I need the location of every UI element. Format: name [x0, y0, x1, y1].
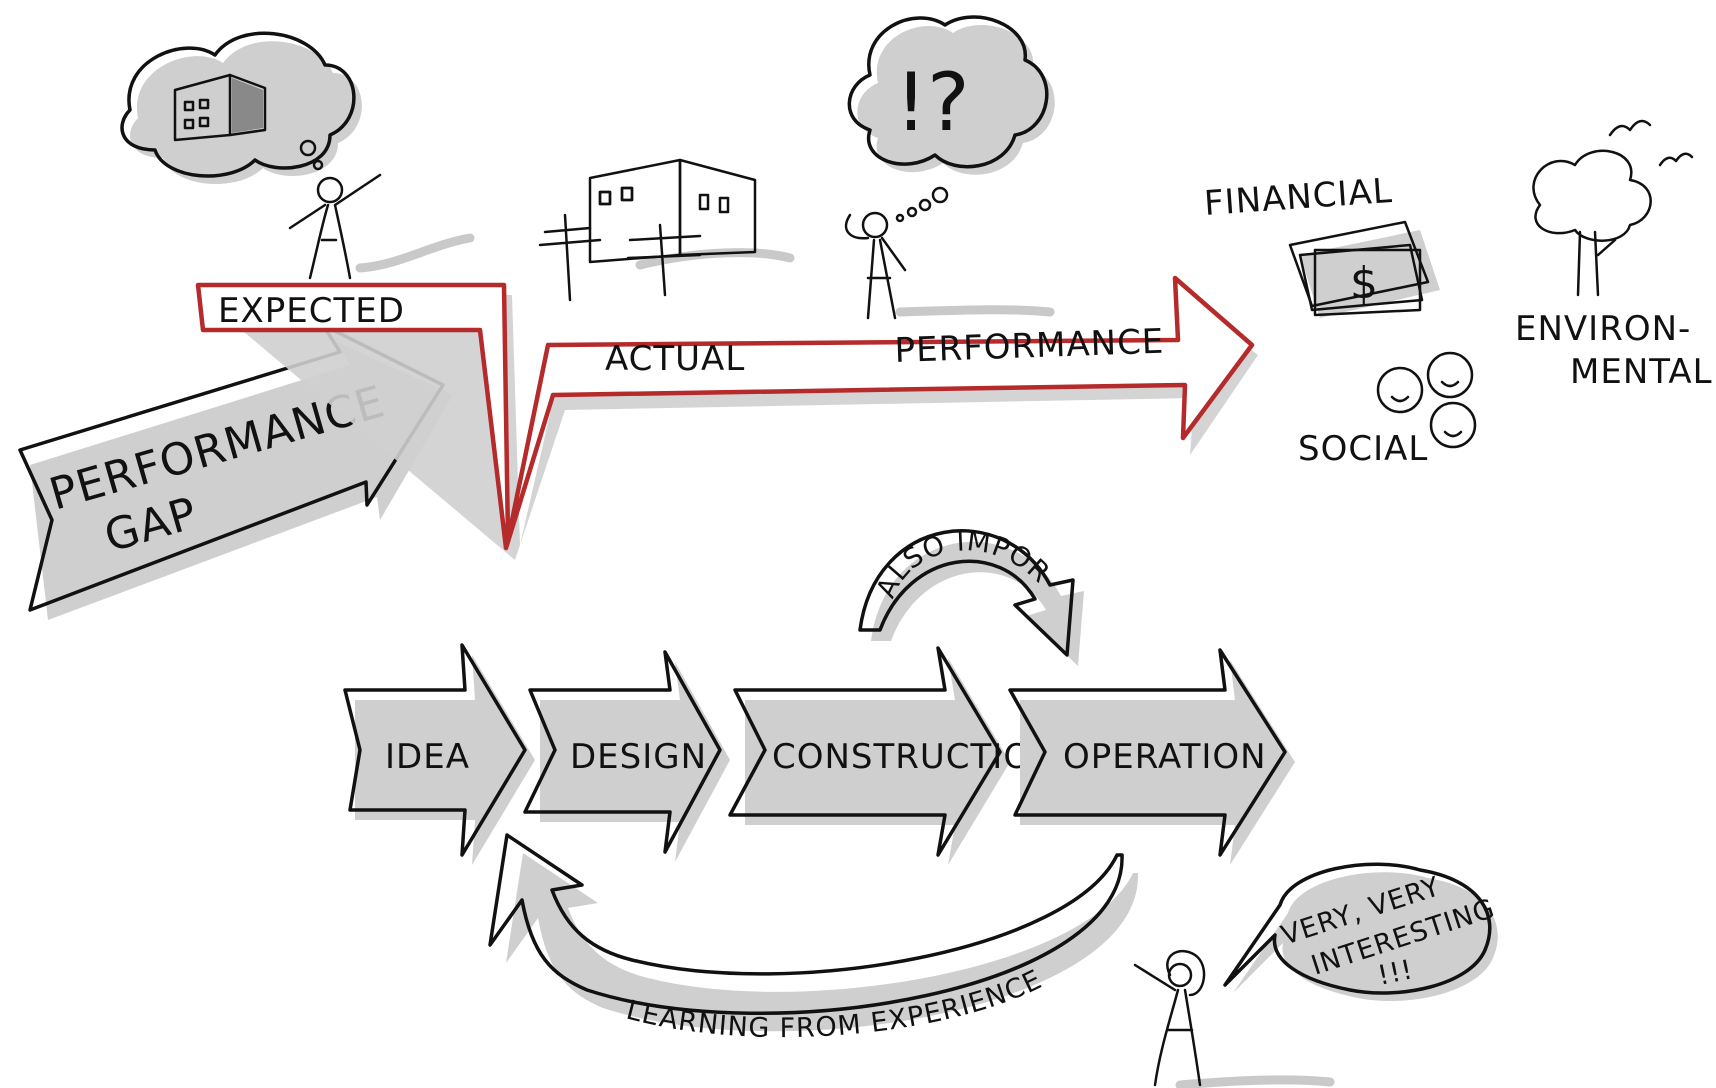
interested-person-figure [1133, 949, 1335, 1088]
social-group: SOCIAL [1298, 351, 1477, 469]
stage-design-label: DESIGN [570, 737, 707, 777]
dollar-symbol: $ [1350, 258, 1378, 309]
financial-group: FINANCIAL $ [1203, 171, 1440, 318]
speech-bubble-line-3: !!! [1375, 954, 1416, 992]
stage-construction: CONSTRUCTION [728, 646, 1058, 865]
environmental-label-2: MENTAL [1570, 352, 1713, 392]
actual-label: ACTUAL [605, 339, 745, 379]
exclaim-question-mark: !? [895, 56, 970, 149]
learning-loop-arrow: LEARNING FROM EXPERIENCE [488, 833, 1139, 1044]
financial-label: FINANCIAL [1203, 171, 1394, 224]
stage-operation-label: OPERATION [1063, 737, 1267, 777]
environmental-label-1: ENVIRON- [1515, 309, 1691, 349]
puzzled-thought-cloud: !? [847, 15, 1055, 223]
stage-idea-label: IDEA [385, 737, 470, 777]
environmental-group: ENVIRON- MENTAL [1515, 119, 1713, 392]
stage-arrows: IDEA DESIGN CONSTRUCTION OPERATION [343, 643, 1295, 865]
puzzled-person-figure [844, 211, 1055, 320]
stage-design: DESIGN [523, 650, 730, 862]
speech-bubble: VERY, VERY INTERESTING !!! [1223, 862, 1499, 1002]
stage-construction-label: CONSTRUCTION [772, 737, 1058, 777]
building-icon [173, 73, 267, 142]
expected-thought-cloud [120, 31, 362, 185]
tree-icon [1532, 119, 1694, 297]
stage-idea: IDEA [343, 643, 535, 865]
actual-building-illustration [538, 158, 795, 302]
performance-label: PERFORMANCE [894, 322, 1165, 371]
expected-person-figure [288, 173, 475, 280]
money-stack-icon: $ [1288, 220, 1440, 318]
expected-actual-arrow: EXPECTED ACTUAL PERFORMANCE [195, 275, 1258, 560]
stage-operation: OPERATION [1008, 648, 1295, 865]
smiley-faces-icon [1376, 351, 1477, 449]
expected-label: EXPECTED [218, 291, 405, 331]
social-label: SOCIAL [1298, 429, 1428, 469]
